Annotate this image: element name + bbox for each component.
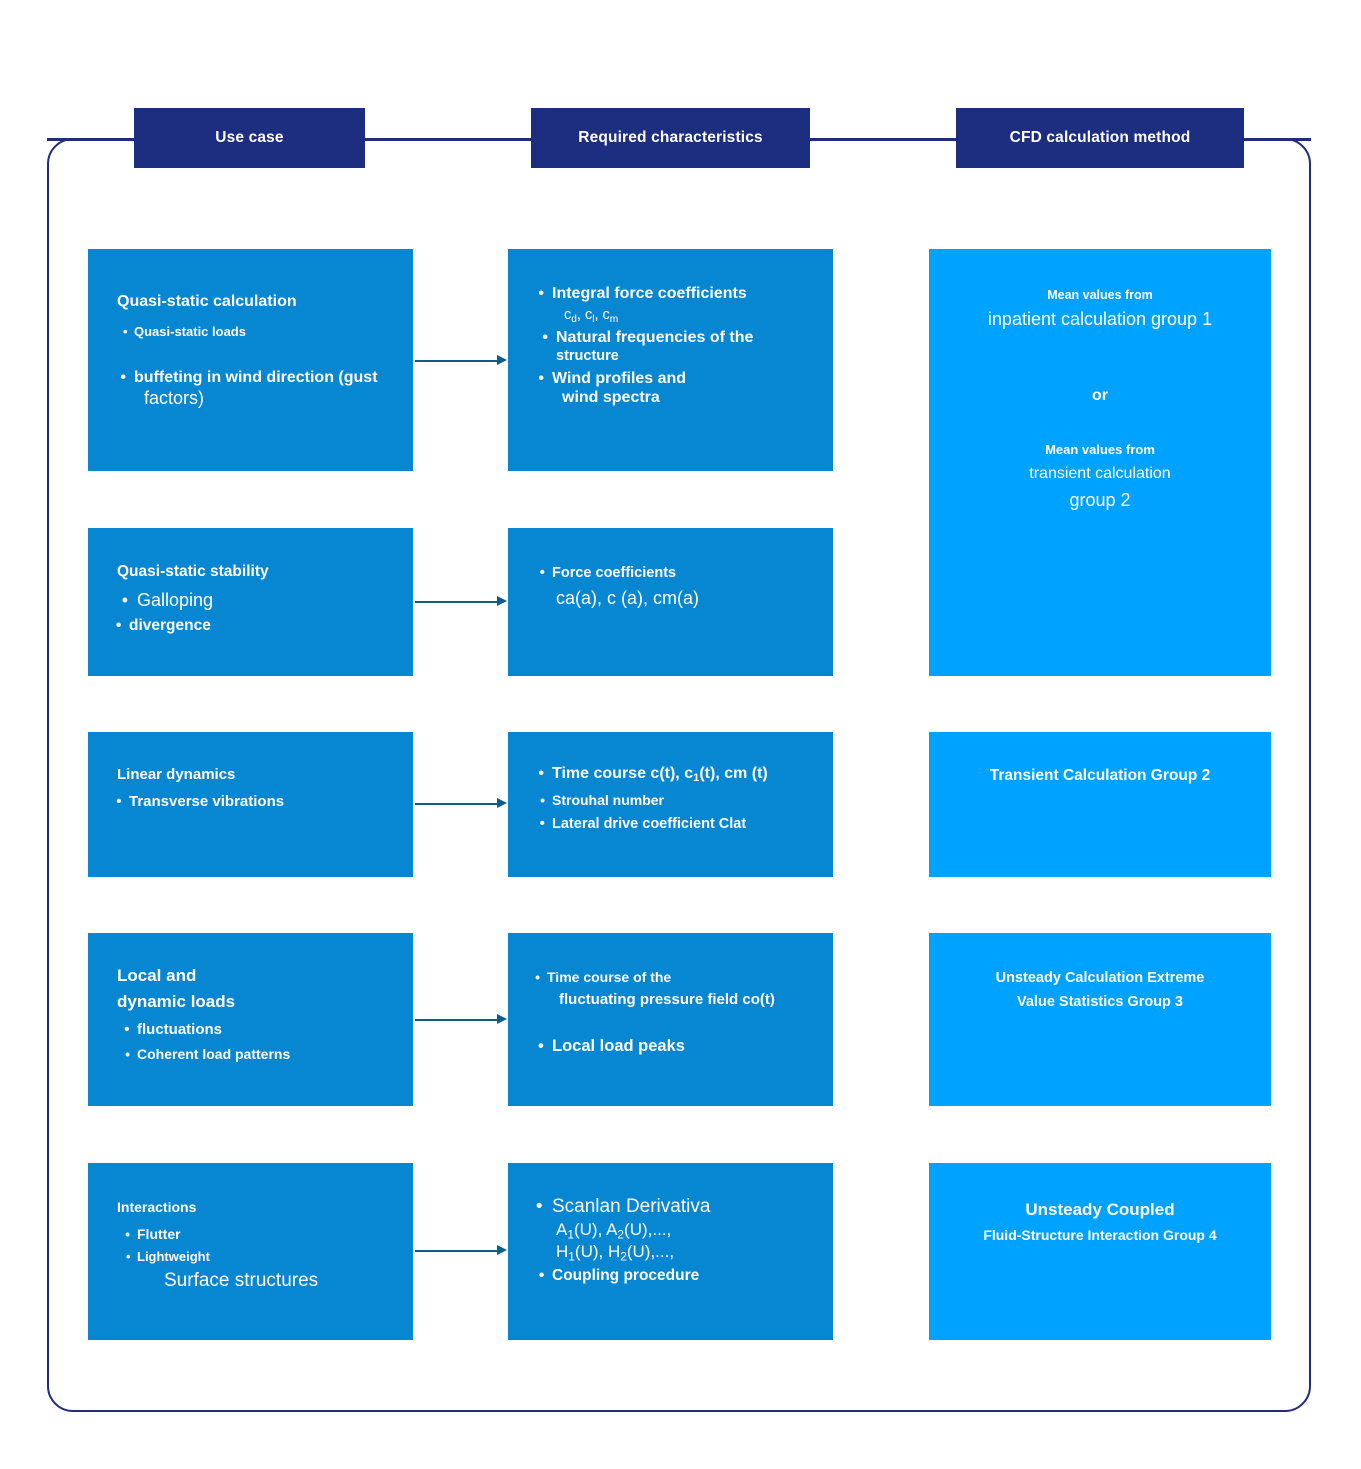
arrow-head bbox=[497, 1245, 507, 1255]
characteristic-item: Coupling procedure bbox=[539, 1267, 833, 1286]
characteristics-box-linear-dynamics[interactable]: Time course c(t), c1(t), cm (t) Strouhal… bbox=[508, 732, 833, 877]
use-case-box-interactions[interactable]: Interactions Flutter Lightweight Surface… bbox=[88, 1163, 413, 1340]
use-case-title-line-2: dynamic loads bbox=[117, 992, 236, 1012]
derivative-subscript: 1 bbox=[567, 1227, 574, 1242]
characteristics-box-quasi-static-stability[interactable]: Force coefficients ca(a), c (a), cm(a) bbox=[508, 528, 833, 676]
use-case-extra: Surface structures bbox=[164, 1270, 319, 1292]
characteristic-item: Time course c(t), c1(t), cm (t) bbox=[538, 765, 833, 785]
characteristic-derivatives-h: H1(U), H2(U),..., bbox=[556, 1242, 833, 1262]
arrow-head bbox=[497, 1014, 507, 1024]
column-header-cfd-calculation-method-label: CFD calculation method bbox=[1009, 129, 1191, 146]
use-case-bullet: divergence bbox=[116, 617, 413, 636]
derivative-a-label: A bbox=[556, 1220, 568, 1240]
use-case-title: Quasi-static calculation bbox=[117, 293, 297, 310]
method-line: Mean values from bbox=[1047, 288, 1153, 302]
method-line: Mean values from bbox=[1045, 441, 1155, 457]
characteristic-item-text: Time course c(t), c bbox=[552, 765, 694, 782]
use-case-bullet: Coherent load patterns bbox=[125, 1046, 413, 1063]
method-line: or bbox=[1092, 386, 1108, 404]
use-case-bullet: Flutter bbox=[125, 1226, 413, 1243]
characteristic-item-cont: wind spectra bbox=[562, 388, 660, 406]
method-box-unsteady-calculation-extreme-value-statistics[interactable]: Unsteady Calculation Extreme Value Stati… bbox=[929, 933, 1271, 1106]
column-header-use-case[interactable]: Use case bbox=[134, 108, 365, 168]
characteristic-coefficients: cd, cl, cm bbox=[564, 306, 619, 325]
use-case-bullet-cont: factors) bbox=[144, 388, 205, 409]
arrow-shaft bbox=[415, 1250, 498, 1252]
derivative-h-label: H bbox=[556, 1242, 569, 1262]
header-rule-mid-2 bbox=[807, 138, 959, 141]
connector-arrow-row-3 bbox=[415, 798, 507, 809]
characteristic-item: Local load peaks bbox=[538, 1037, 833, 1057]
derivative-a-mid: (U), A bbox=[573, 1220, 618, 1240]
method-line: Transient Calculation Group 2 bbox=[989, 767, 1211, 784]
column-header-use-case-label: Use case bbox=[215, 129, 284, 146]
derivative-h-mid: (U), H bbox=[574, 1242, 621, 1262]
characteristic-item-text-tail: (t), cm (t) bbox=[699, 765, 768, 782]
derivative-a-tail: (U),..., bbox=[624, 1220, 672, 1240]
connector-arrow-row-5 bbox=[415, 1245, 507, 1256]
characteristic-item-cont: structure bbox=[556, 347, 619, 364]
use-case-bullet: Galloping bbox=[122, 590, 413, 611]
characteristic-item: Natural frequencies of the bbox=[542, 329, 833, 348]
arrow-shaft bbox=[415, 601, 498, 603]
characteristic-item: Integral force coefficients bbox=[538, 285, 833, 304]
header-rule-mid-1 bbox=[362, 138, 534, 141]
arrow-head bbox=[497, 798, 507, 808]
characteristics-box-local-and-dynamic-loads[interactable]: Time course of the fluctuating pressure … bbox=[508, 933, 833, 1106]
characteristics-box-quasi-static-calculation[interactable]: Integral force coefficients cd, cl, cm N… bbox=[508, 249, 833, 471]
column-header-required-characteristics[interactable]: Required characteristics bbox=[531, 108, 810, 168]
characteristic-item: Scanlan Derivativa bbox=[536, 1196, 833, 1219]
method-line: inpatient calculation group 1 bbox=[987, 308, 1213, 329]
derivative-subscript: 2 bbox=[617, 1227, 625, 1242]
characteristic-item: Wind profiles and bbox=[538, 370, 833, 389]
column-header-required-characteristics-label: Required characteristics bbox=[578, 129, 763, 146]
header-rule-left bbox=[47, 138, 137, 141]
use-case-box-linear-dynamics[interactable]: Linear dynamics Transverse vibrations bbox=[88, 732, 413, 877]
use-case-title: Quasi-static stability bbox=[117, 563, 269, 580]
characteristic-item: Strouhal number bbox=[540, 792, 833, 809]
method-line: transient calculation bbox=[1029, 465, 1171, 483]
use-case-title: Interactions bbox=[117, 1199, 197, 1215]
derivative-subscript: 2 bbox=[620, 1249, 627, 1264]
method-box-mean-values[interactable]: Mean values from inpatient calculation g… bbox=[929, 249, 1271, 676]
use-case-box-quasi-static-calculation[interactable]: Quasi-static calculation Quasi-static lo… bbox=[88, 249, 413, 471]
use-case-bullet: Quasi-static loads bbox=[123, 324, 413, 340]
characteristic-item-cont: ca(a), c (a), cm(a) bbox=[556, 588, 700, 609]
characteristic-derivatives-a: A1(U), A2(U),..., bbox=[556, 1220, 833, 1240]
use-case-title-line-1: Local and bbox=[117, 966, 197, 985]
method-line: Unsteady Coupled bbox=[1025, 1200, 1175, 1219]
method-line: Value Statistics Group 3 bbox=[1017, 994, 1183, 1011]
connector-arrow-row-4 bbox=[415, 1014, 507, 1025]
method-box-transient-calculation-group-2[interactable]: Transient Calculation Group 2 bbox=[929, 732, 1271, 877]
use-case-bullet: fluctuations bbox=[124, 1021, 413, 1039]
characteristic-subscript: 1 bbox=[693, 772, 700, 785]
connector-arrow-row-1 bbox=[415, 355, 507, 366]
method-line: Fluid-Structure Interaction Group 4 bbox=[983, 1227, 1217, 1244]
use-case-box-local-and-dynamic-loads[interactable]: Local and dynamic loads fluctuations Coh… bbox=[88, 933, 413, 1106]
use-case-bullet: Lightweight bbox=[126, 1249, 413, 1265]
method-box-unsteady-coupled-fsi[interactable]: Unsteady Coupled Fluid-Structure Interac… bbox=[929, 1163, 1271, 1340]
arrow-head bbox=[497, 596, 507, 606]
connector-arrow-row-2 bbox=[415, 596, 507, 607]
characteristic-item: Lateral drive coefficient Clat bbox=[540, 816, 833, 833]
header-rule-right bbox=[1241, 138, 1311, 141]
arrow-shaft bbox=[415, 803, 498, 805]
derivative-h-tail: (U),..., bbox=[626, 1242, 675, 1262]
method-line: group 2 bbox=[1069, 490, 1131, 511]
use-case-title: Linear dynamics bbox=[117, 766, 236, 783]
use-case-box-quasi-static-stability[interactable]: Quasi-static stability Galloping diverge… bbox=[88, 528, 413, 676]
use-case-bullet: buffeting in wind direction (gust bbox=[120, 369, 413, 388]
use-case-bullet: Transverse vibrations bbox=[116, 793, 413, 811]
derivative-subscript: 1 bbox=[568, 1249, 575, 1264]
characteristic-item: Time course of the bbox=[535, 969, 833, 986]
column-header-cfd-calculation-method[interactable]: CFD calculation method bbox=[956, 108, 1244, 168]
characteristics-box-interactions[interactable]: Scanlan Derivativa A1(U), A2(U),..., H1(… bbox=[508, 1163, 833, 1340]
characteristic-item-cont: fluctuating pressure field co(t) bbox=[559, 990, 775, 1008]
characteristic-item: Force coefficients bbox=[540, 565, 833, 582]
arrow-shaft bbox=[415, 360, 498, 362]
arrow-head bbox=[497, 355, 507, 365]
method-line: Unsteady Calculation Extreme bbox=[995, 970, 1205, 986]
arrow-shaft bbox=[415, 1019, 498, 1021]
